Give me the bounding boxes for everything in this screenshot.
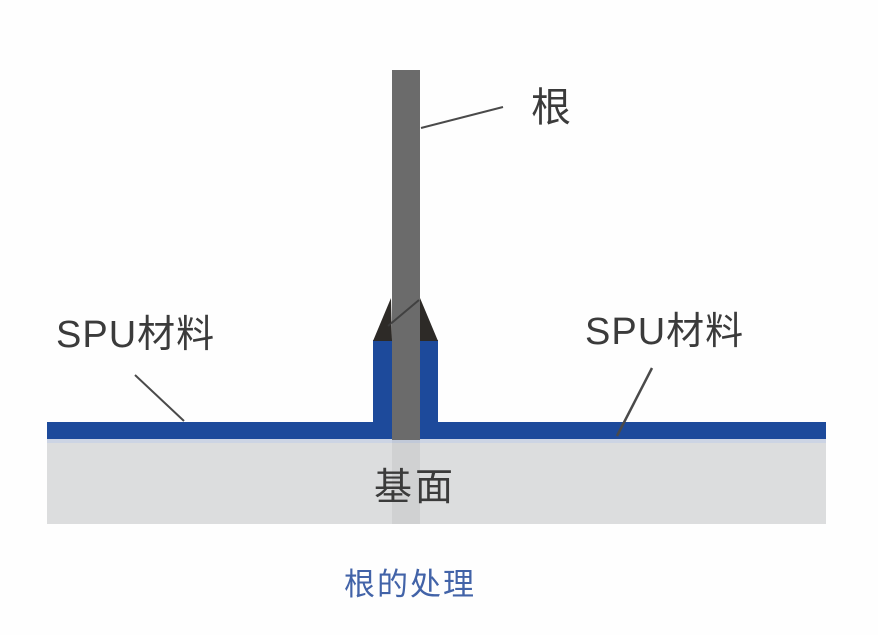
diagram-caption: 根的处理: [344, 567, 476, 602]
spu-collar-left: [373, 340, 392, 426]
pipe-label: 根: [531, 86, 571, 130]
sealant-fillet-right: [420, 298, 438, 341]
leader-line-spu-right: [615, 367, 654, 437]
spu-material-label-left: SPU材料: [56, 314, 216, 356]
membrane-bottom-edge: [47, 439, 826, 443]
spu-membrane-band: [47, 422, 826, 439]
spu-collar-right: [420, 340, 438, 426]
leader-line-pipe: [420, 106, 504, 129]
leader-line-spu-left: [134, 374, 185, 422]
spu-material-label-right: SPU材料: [585, 311, 745, 353]
sealant-edge-line: [387, 299, 420, 327]
base-slab-shape: [47, 442, 826, 524]
pipe-shape: [392, 70, 420, 440]
sealant-fillet-left: [373, 298, 392, 341]
pipe-shadow-in-base: [392, 439, 420, 524]
base-surface-label: 基面: [373, 467, 457, 509]
